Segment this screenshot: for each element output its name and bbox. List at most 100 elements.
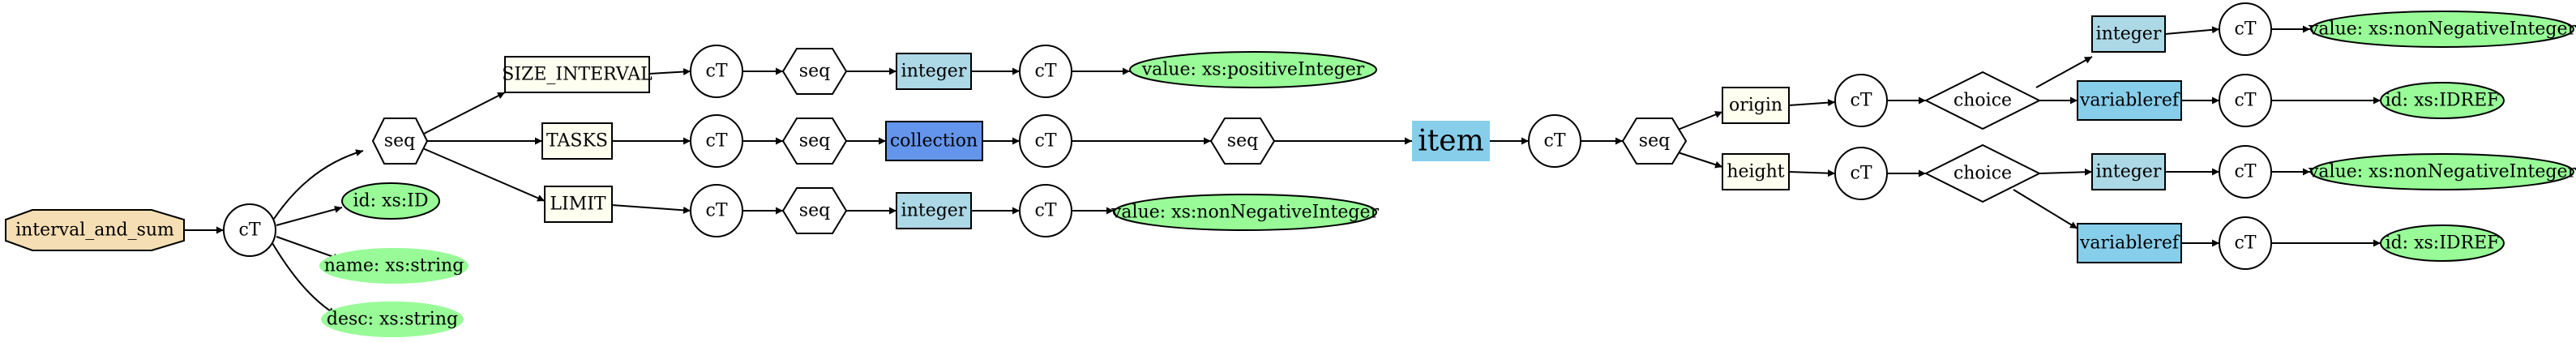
integer-limit-label: integer xyxy=(901,201,967,221)
attr-desc-ellipse xyxy=(321,301,464,337)
ct-root-label: cT xyxy=(239,220,261,241)
ct-collection-label: cT xyxy=(1035,131,1057,152)
seq-tasks-hexagon xyxy=(781,118,848,165)
idref-height-label: id: xs:IDREF xyxy=(2386,233,2500,254)
value-limit-label: value: xs:nonNegativeInteger xyxy=(1110,203,1379,223)
node-element-tasks[interactable]: TASKS xyxy=(541,122,613,160)
ct-item-circle xyxy=(1528,114,1581,168)
ct-integer-height-label: cT xyxy=(2235,162,2257,182)
ct-collection-circle xyxy=(1019,114,1072,168)
node-ct-tasks[interactable]: cT xyxy=(690,114,743,168)
edge-integer-to-ct-origin xyxy=(2164,26,2220,35)
value-origin-label: value: xs:nonNegativeInteger xyxy=(2308,19,2576,40)
value-limit-ellipse xyxy=(1113,194,1377,231)
value-origin-ellipse xyxy=(2310,11,2574,48)
limit-label: LIMIT xyxy=(550,195,606,215)
node-root[interactable]: interval_and_sum xyxy=(5,209,185,251)
value-height-ellipse xyxy=(2310,153,2574,190)
ct-varref-height-label: cT xyxy=(2235,233,2257,254)
node-ct-limit[interactable]: cT xyxy=(690,184,743,237)
node-value-limit[interactable]: value: xs:nonNegativeInteger xyxy=(1110,194,1379,231)
node-element-size-interval[interactable]: SIZE_INTERVAL xyxy=(502,56,653,93)
node-element-limit[interactable]: LIMIT xyxy=(544,186,613,223)
node-ct-integer-size[interactable]: cT xyxy=(1019,45,1072,98)
idref-height-ellipse xyxy=(2380,224,2505,262)
integer-height-label: integer xyxy=(2096,162,2162,182)
value-positive-ellipse xyxy=(1129,51,1377,88)
edge-origin-to-ct xyxy=(1788,99,1836,107)
seq-root-hexagon xyxy=(371,118,429,165)
node-choice-height[interactable]: choice xyxy=(1923,143,2042,203)
item-label: item xyxy=(1418,125,1483,158)
ct-tasks-label: cT xyxy=(706,131,728,152)
ct-limit-label: cT xyxy=(706,201,728,221)
origin-box xyxy=(1722,87,1790,124)
node-variableref-origin[interactable]: variableref xyxy=(2077,80,2182,121)
node-choice-origin[interactable]: choice xyxy=(1923,71,2042,130)
edge-seq-to-origin xyxy=(1677,111,1723,130)
node-attr-desc[interactable]: desc: xs:string xyxy=(321,301,464,337)
node-integer-size-interval[interactable]: integer xyxy=(896,53,972,90)
node-seq-size-interval[interactable]: seq xyxy=(781,48,848,95)
node-collection[interactable]: collection xyxy=(885,121,983,161)
choice-origin-diamond xyxy=(1923,71,2042,130)
node-value-positive[interactable]: value: xs:positiveInteger xyxy=(1129,51,1377,88)
seq-item-label: seq xyxy=(1639,131,1670,152)
node-attr-name[interactable]: name: xs:string xyxy=(319,248,469,284)
node-item[interactable]: item xyxy=(1412,121,1490,161)
idref-origin-ellipse xyxy=(2380,82,2505,119)
node-value-origin[interactable]: value: xs:nonNegativeInteger xyxy=(2308,11,2576,48)
node-integer-limit[interactable]: integer xyxy=(896,192,972,229)
edge-choice-to-integer-height xyxy=(2039,168,2093,176)
node-ct-size-interval[interactable]: cT xyxy=(690,45,743,98)
node-element-height[interactable]: height xyxy=(1722,153,1790,190)
node-integer-height[interactable]: integer xyxy=(2091,153,2166,190)
node-ct-root[interactable]: cT xyxy=(223,203,276,257)
node-seq-collection[interactable]: seq xyxy=(1209,118,1276,165)
edge-choice-to-varref-height xyxy=(2013,189,2078,229)
varref-origin-label: variableref xyxy=(2079,91,2180,111)
limit-box xyxy=(544,186,613,223)
node-seq-root[interactable]: seq xyxy=(371,118,429,165)
node-ct-origin[interactable]: cT xyxy=(1834,74,1888,127)
edge-limit-to-ct xyxy=(611,204,691,214)
size-interval-label: SIZE_INTERVAL xyxy=(502,65,653,85)
node-ct-height[interactable]: cT xyxy=(1834,147,1888,200)
node-ct-item[interactable]: cT xyxy=(1528,114,1581,168)
node-seq-limit[interactable]: seq xyxy=(781,187,848,234)
node-seq-tasks[interactable]: seq xyxy=(781,118,848,165)
node-element-origin[interactable]: origin xyxy=(1722,87,1790,124)
varref-origin-box xyxy=(2077,80,2182,121)
node-idref-origin[interactable]: id: xs:IDREF xyxy=(2380,82,2505,119)
node-ct-collection[interactable]: cT xyxy=(1019,114,1072,168)
node-seq-item[interactable]: seq xyxy=(1621,118,1688,165)
edge-ct-to-desc xyxy=(272,242,336,315)
ct-height-circle xyxy=(1834,147,1888,200)
choice-origin-label: choice xyxy=(1953,91,2012,111)
ct-origin-label: cT xyxy=(1851,91,1872,111)
tasks-label: TASKS xyxy=(546,131,608,152)
integer-origin-label: integer xyxy=(2096,24,2162,45)
edge-seq-to-size-interval xyxy=(418,92,506,137)
seq-size-hexagon xyxy=(781,48,848,95)
node-ct-varref-origin[interactable]: cT xyxy=(2219,74,2272,127)
value-height-label: value: xs:nonNegativeInteger xyxy=(2308,162,2576,182)
node-ct-integer-height[interactable]: cT xyxy=(2219,145,2272,199)
integer-size-box xyxy=(896,53,972,90)
edge-height-to-ct xyxy=(1788,169,1836,177)
node-attr-id[interactable]: id: xs:ID xyxy=(341,182,440,220)
node-variableref-height[interactable]: variableref xyxy=(2077,223,2182,263)
node-value-height[interactable]: value: xs:nonNegativeInteger xyxy=(2308,153,2576,190)
seq-tasks-label: seq xyxy=(799,131,830,152)
node-ct-integer-limit[interactable]: cT xyxy=(1019,184,1072,237)
seq-limit-hexagon xyxy=(781,187,848,234)
node-idref-height[interactable]: id: xs:IDREF xyxy=(2380,224,2505,262)
node-integer-origin[interactable]: integer xyxy=(2091,15,2166,53)
seq-collection-label: seq xyxy=(1227,131,1258,152)
edge-ct-to-id xyxy=(276,206,343,226)
varref-height-box xyxy=(2077,223,2182,263)
node-ct-integer-origin[interactable]: cT xyxy=(2219,2,2272,56)
node-ct-varref-height[interactable]: cT xyxy=(2219,216,2272,270)
ct-integer-limit-label: cT xyxy=(1035,201,1057,221)
seq-limit-label: seq xyxy=(799,201,830,221)
